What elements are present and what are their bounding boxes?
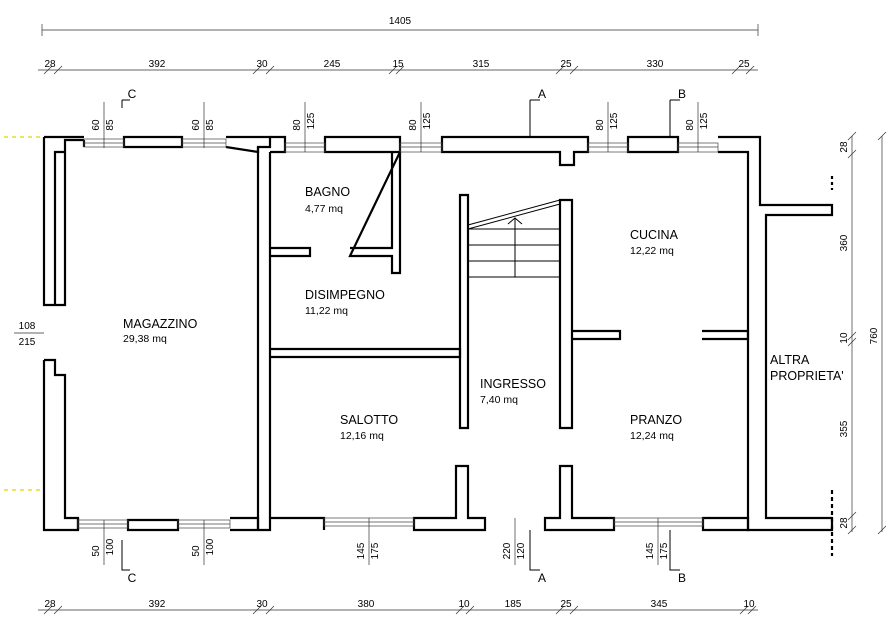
win-dim-bot-5b: 175 — [659, 542, 670, 559]
wall-top-right — [626, 135, 834, 532]
wall-bottom — [76, 464, 750, 532]
wall-left — [42, 137, 84, 532]
top-dim-2: 392 — [149, 59, 166, 70]
windows — [77, 138, 719, 529]
win-dim-top-1a: 60 — [91, 119, 102, 131]
wall-stair-right — [558, 198, 574, 430]
win-dim-bot-1b: 100 — [105, 538, 116, 555]
wall-cucina-pranzo — [572, 329, 750, 341]
win-dim-top-6b: 125 — [699, 112, 710, 129]
bottom-dim-7: 25 — [560, 599, 572, 610]
top-dimension-chain: 28 392 30 245 15 315 25 330 25 — [38, 59, 758, 75]
room-ingresso-name: INGRESSO — [480, 377, 546, 391]
section-c-bottom: C — [128, 571, 137, 585]
win-dim-top-2a: 60 — [191, 119, 202, 131]
left-opening-dimension: 108 215 — [14, 321, 44, 348]
win-dim-bot-3b: 175 — [370, 542, 381, 559]
room-disimpegno-area: 11,22 mq — [305, 305, 348, 317]
room-labels: MAGAZZINO 29,38 mq BAGNO 4,77 mq DISIMPE… — [123, 185, 844, 442]
win-dim-top-4b: 125 — [422, 112, 433, 129]
room-ingresso-area: 7,40 mq — [480, 394, 518, 406]
win-dim-top-1b: 85 — [105, 119, 116, 131]
overall-height-label: 760 — [869, 327, 880, 344]
left-dim-1: 108 — [19, 321, 36, 332]
win-dim-top-2b: 85 — [205, 119, 216, 131]
overall-width-dimension: 1405 — [41, 16, 759, 36]
win-dim-bot-2a: 50 — [191, 545, 202, 557]
right-dim-3: 10 — [839, 332, 850, 344]
right-dim-2: 360 — [839, 234, 850, 251]
section-a-top: A — [538, 87, 546, 101]
room-cucina-name: CUCINA — [630, 228, 679, 242]
top-dim-8: 330 — [647, 59, 664, 70]
win-dim-top-3a: 80 — [292, 119, 303, 131]
win-dim-top-4a: 80 — [408, 119, 419, 131]
window-dims-bottom: 50 100 50 100 145 175 220 120 145 175 — [91, 518, 670, 565]
wall-stair-left — [458, 193, 470, 430]
left-dim-2: 215 — [19, 337, 36, 348]
bottom-dim-2: 392 — [149, 599, 166, 610]
interior-walls — [270, 151, 750, 430]
section-b-bottom: B — [678, 571, 686, 585]
bottom-dim-4: 380 — [358, 599, 375, 610]
room-pranzo-name: PRANZO — [630, 413, 682, 427]
section-b-top: B — [678, 87, 686, 101]
win-dim-bot-4a: 220 — [502, 542, 513, 559]
room-magazzino-name: MAGAZZINO — [123, 317, 198, 331]
window-dims-top: 60 85 60 85 80 125 80 125 80 125 80 125 — [91, 102, 710, 152]
top-dim-4: 245 — [324, 59, 341, 70]
top-dim-9: 25 — [738, 59, 750, 70]
section-a-bottom: A — [538, 571, 546, 585]
room-pranzo-area: 12,24 mq — [630, 430, 674, 442]
win-dim-bot-3a: 145 — [356, 542, 367, 559]
win-dim-top-3b: 125 — [306, 112, 317, 129]
room-disimpegno-name: DISIMPEGNO — [305, 288, 385, 302]
neighbour-label-1: ALTRA — [770, 353, 810, 367]
win-dim-top-5b: 125 — [609, 112, 620, 129]
wall-magazzino-right — [256, 147, 272, 530]
wall-top-middle — [270, 135, 590, 167]
section-markers: C C A A B B — [121, 87, 686, 585]
neighbour-label-2: PROPRIETA' — [770, 369, 844, 383]
section-c-top: C — [128, 87, 137, 101]
win-dim-bot-4b: 120 — [516, 542, 527, 559]
win-dim-bot-1a: 50 — [91, 545, 102, 557]
party-wall-marks — [4, 136, 40, 491]
bottom-dim-9: 10 — [743, 599, 755, 610]
wall-disimpegno-salotto — [270, 347, 462, 359]
right-dim-4: 355 — [839, 420, 850, 437]
staircase — [467, 199, 561, 278]
room-salotto-name: SALOTTO — [340, 413, 398, 427]
top-dim-3: 30 — [256, 59, 268, 70]
bottom-dim-1: 28 — [44, 599, 56, 610]
room-bagno-name: BAGNO — [305, 185, 350, 199]
bottom-dim-3: 30 — [256, 599, 268, 610]
right-dim-1: 28 — [839, 141, 850, 153]
top-dim-7: 25 — [560, 59, 572, 70]
top-dim-1: 28 — [44, 59, 56, 70]
room-magazzino-area: 29,38 mq — [123, 333, 167, 345]
wall-bagno — [270, 151, 402, 275]
bottom-dim-6: 185 — [505, 599, 522, 610]
right-dimension-chain: 28 360 10 355 28 760 — [839, 131, 887, 535]
bottom-dim-8: 345 — [651, 599, 668, 610]
bottom-dim-5: 10 — [458, 599, 470, 610]
win-dim-bot-2b: 100 — [205, 538, 216, 555]
room-cucina-area: 12,22 mq — [630, 245, 674, 257]
win-dim-bot-5a: 145 — [645, 542, 656, 559]
bottom-dimension-chain: 28 392 30 380 10 185 25 345 10 — [38, 599, 758, 615]
overall-width-label: 1405 — [389, 16, 412, 27]
room-salotto-area: 12,16 mq — [340, 430, 384, 442]
right-dim-5: 28 — [839, 517, 850, 529]
win-dim-top-5a: 80 — [595, 119, 606, 131]
win-dim-top-6a: 80 — [685, 119, 696, 131]
room-bagno-area: 4,77 mq — [305, 203, 343, 215]
top-dim-5: 15 — [392, 59, 404, 70]
top-dim-6: 315 — [473, 59, 490, 70]
